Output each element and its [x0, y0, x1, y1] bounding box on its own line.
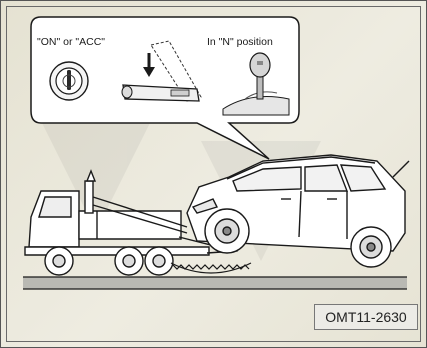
figure-code: OMT11-2630 — [314, 304, 418, 330]
ignition-label: "ON" or "ACC" — [37, 36, 105, 48]
tow-dolly — [171, 263, 251, 273]
gear-position-label: In "N" position — [207, 36, 273, 48]
ignition-switch-icon — [50, 62, 88, 100]
road — [23, 277, 407, 289]
